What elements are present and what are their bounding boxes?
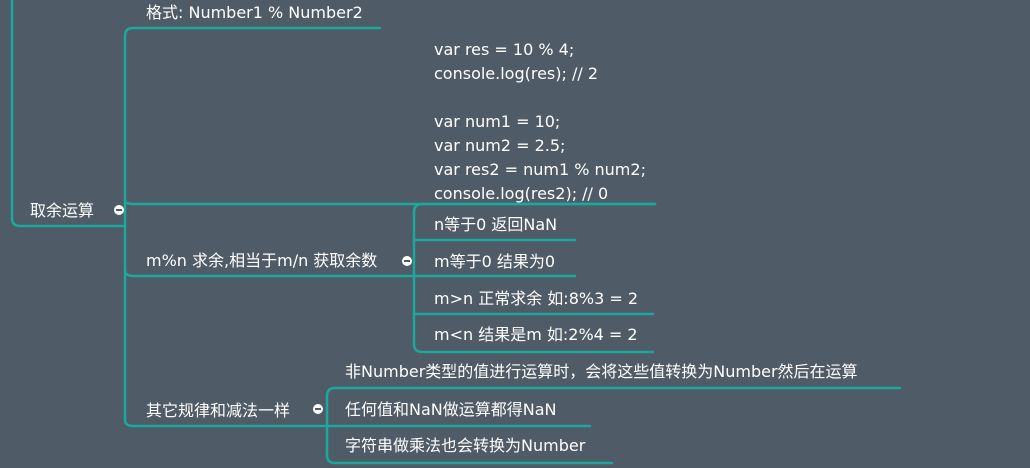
connector-mod-item-1 (412, 202, 657, 214)
other-item-1[interactable]: 非Number类型的值进行运算时，会将这些值转换为Number然后在运算 (345, 362, 858, 381)
root-collapse-icon[interactable] (114, 205, 124, 215)
connector-other (123, 418, 327, 428)
mod-item-4[interactable]: m<n 结果是m 如:2%4 = 2 (434, 325, 638, 344)
format-node-label[interactable]: 格式: Number1 % Number2 (146, 3, 363, 22)
code-example-block[interactable]: var res = 10 % 4; console.log(res); // 2… (434, 40, 646, 203)
mod-collapse-icon[interactable] (402, 256, 412, 266)
connector-mod (123, 268, 414, 278)
root-node-label[interactable]: 取余运算 (30, 201, 95, 220)
other-item-3[interactable]: 字符串做乘法也会转换为Number (345, 436, 586, 455)
connector-code (123, 198, 657, 206)
root-incoming-connector (10, 0, 127, 228)
connector-other-item-3 (325, 453, 614, 465)
connector-other-item-1 (325, 386, 902, 398)
mod-item-1[interactable]: n等于0 返回NaN (434, 215, 558, 234)
connector-mod-item-4 (412, 342, 655, 354)
other-collapse-icon[interactable] (313, 404, 323, 414)
connector-format (123, 26, 382, 38)
mod-node-label[interactable]: m%n 求余,相当于m/n 获取余数 (146, 251, 378, 270)
mod-item-2[interactable]: m等于0 结果为0 (434, 252, 556, 271)
mod-item-3[interactable]: m>n 正常求余 如:8%3 = 2 (434, 289, 639, 308)
other-item-2[interactable]: 任何值和NaN做运算都得NaN (345, 400, 557, 419)
other-node-label[interactable]: 其它规律和减法一样 (146, 401, 291, 420)
